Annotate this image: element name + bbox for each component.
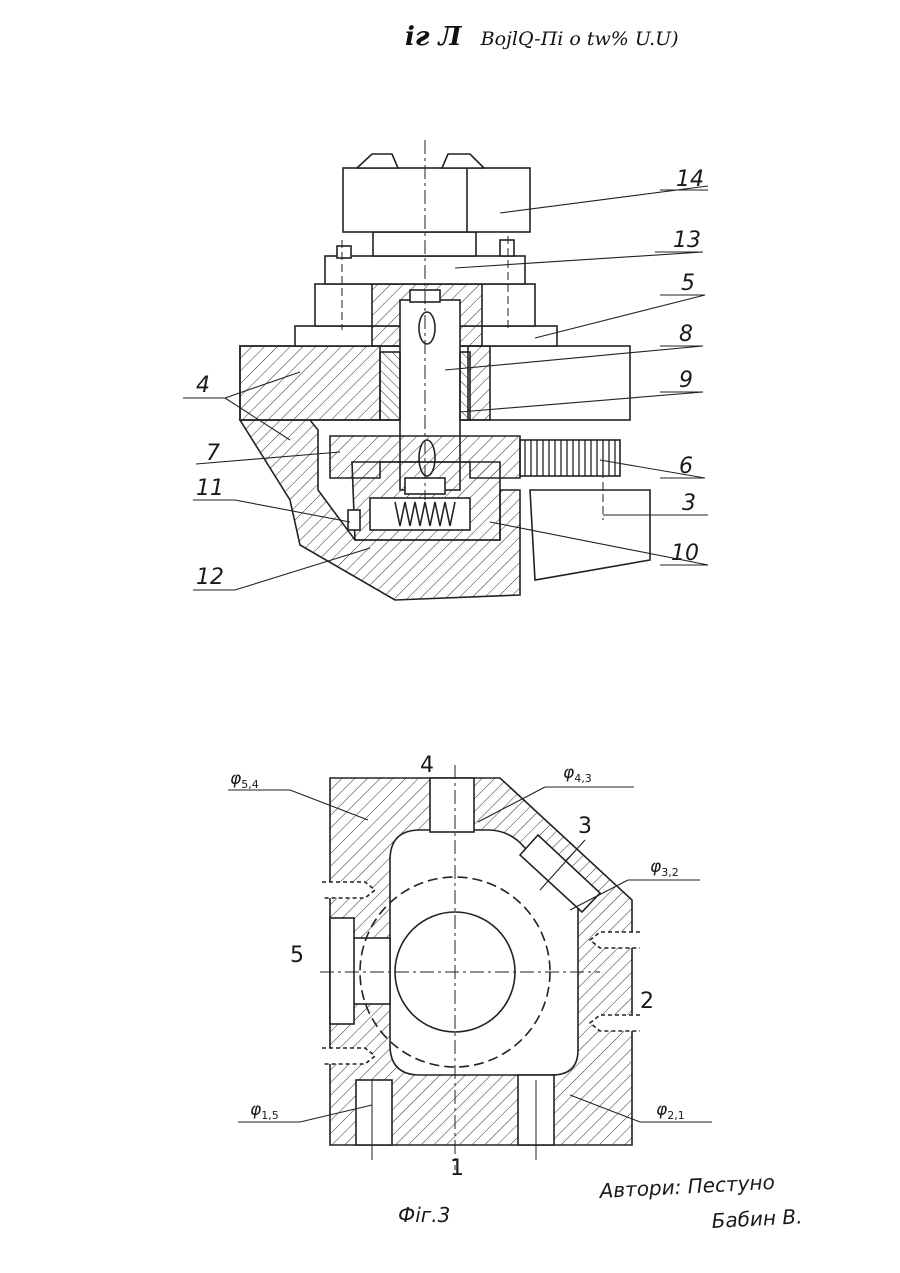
label-14: 14 <box>676 167 704 192</box>
channel-top <box>430 778 474 832</box>
block-14 <box>343 168 530 232</box>
channel-bottom-left <box>356 1080 392 1145</box>
label-12: 12 <box>196 565 224 590</box>
label-6: 6 <box>679 454 693 479</box>
label-7: 7 <box>206 441 220 466</box>
plate-4-hatched <box>240 346 380 420</box>
pin-11 <box>348 510 360 530</box>
label-port-1: 1 <box>450 1156 464 1181</box>
clamp-left <box>357 154 398 168</box>
phi-5-4: φ5,4 <box>230 769 259 791</box>
phi-2-1: φ2,1 <box>656 1100 685 1122</box>
hole-r1 <box>590 932 640 948</box>
label-4: 4 <box>196 373 210 398</box>
label-port-3: 3 <box>578 814 592 839</box>
authors-line-2: Бабин В. <box>711 1204 803 1233</box>
label-9: 9 <box>679 368 693 393</box>
phi-4-3: φ4,3 <box>563 763 592 785</box>
bushing-9 <box>380 352 400 420</box>
bolt-right <box>500 240 514 256</box>
frame-3 <box>530 490 650 580</box>
plate-4-right-hatch <box>468 346 490 420</box>
label-11: 11 <box>196 476 224 501</box>
phi-1-5: φ1,5 <box>250 1100 279 1122</box>
authors-line-1: Автори: Пестуно <box>597 1170 775 1203</box>
hole-l1 <box>322 882 375 898</box>
phi-3-2: φ3,2 <box>650 857 679 879</box>
label-port-5: 5 <box>290 943 304 968</box>
authors-block: Автори: Пестуно Бабин В. <box>597 1170 803 1233</box>
figure-caption: Фіг.3 <box>398 1203 450 1227</box>
label-port-2: 2 <box>640 989 654 1014</box>
label-5: 5 <box>681 271 695 296</box>
clamp-right <box>442 154 484 168</box>
label-8: 8 <box>679 322 693 347</box>
plug-left <box>330 918 354 1024</box>
label-3: 3 <box>682 491 696 516</box>
label-port-4: 4 <box>420 753 434 778</box>
label-10: 10 <box>671 541 699 566</box>
label-13: 13 <box>673 228 701 253</box>
hole-r2 <box>590 1015 640 1031</box>
bushing-9r <box>460 352 470 420</box>
bolt-left <box>337 246 351 258</box>
gear-6 <box>520 440 620 476</box>
hole-l2 <box>322 1048 375 1064</box>
figure-2 <box>183 140 708 600</box>
